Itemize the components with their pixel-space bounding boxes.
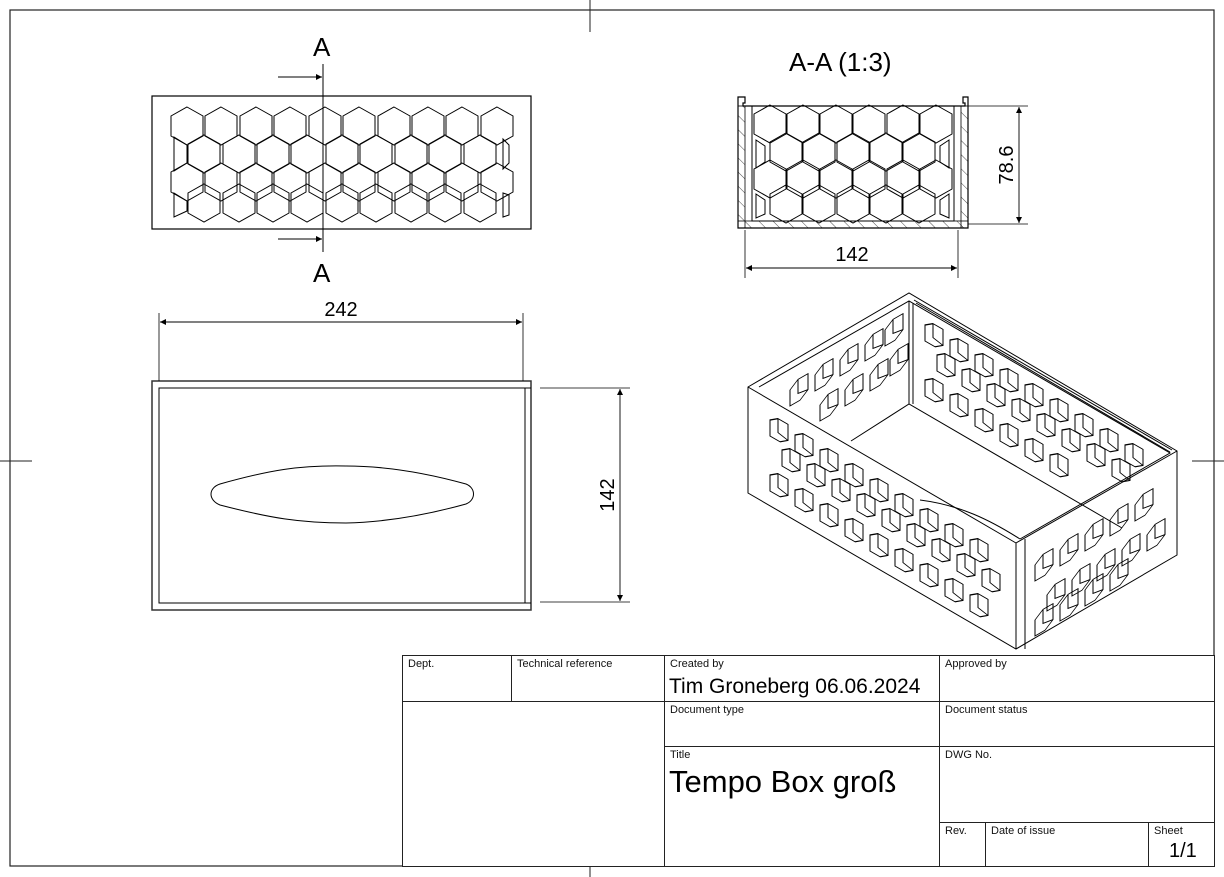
isometric-view <box>747 292 1178 650</box>
created-by-value: Tim Groneberg 06.06.2024 <box>669 675 921 698</box>
date-of-issue-label: Date of issue <box>991 825 1056 837</box>
rev-label: Rev. <box>945 825 967 837</box>
top-depth-dimension: 142 <box>597 478 619 511</box>
iso-hex-cutouts <box>769 312 1166 637</box>
blank-area <box>403 702 665 867</box>
approved-by-cell: Approved by <box>940 656 1215 702</box>
tissue-slot <box>210 465 474 524</box>
created-by-label: Created by <box>670 658 724 670</box>
dept-label: Dept. <box>408 658 435 670</box>
title-value: Tempo Box groß <box>669 764 897 799</box>
document-type-cell: Document type <box>665 702 940 747</box>
section-view: A-A (1:3) 78.6 142 <box>737 47 1028 278</box>
section-marker-top: A <box>313 32 331 62</box>
created-by-cell: Created by Tim Groneberg 06.06.2024 <box>665 656 940 702</box>
section-width-dimension: 142 <box>835 244 868 266</box>
approved-by-label: Approved by <box>945 658 1007 670</box>
sheet-value: 1/1 <box>1169 840 1197 862</box>
document-status-label: Document status <box>945 704 1028 716</box>
title-cell: Title Tempo Box groß <box>665 747 940 867</box>
dept-cell: Dept. <box>403 656 512 702</box>
document-type-label: Document type <box>670 704 744 716</box>
document-status-cell: Document status <box>940 702 1215 747</box>
top-view: 242 142 <box>151 299 630 611</box>
title-block: Dept. Technical reference Created by Tim… <box>402 655 1215 867</box>
section-hex-pattern <box>753 104 953 224</box>
dwg-no-label: DWG No. <box>945 749 993 761</box>
top-width-dimension: 242 <box>324 299 357 321</box>
date-of-issue-cell: Date of issue <box>986 823 1149 867</box>
hex-pattern <box>170 106 514 223</box>
technical-reference-label: Technical reference <box>517 658 613 670</box>
rev-cell: Rev. <box>940 823 986 867</box>
sheet-cell: Sheet 1/1 <box>1149 823 1215 867</box>
sheet-label: Sheet <box>1154 825 1183 837</box>
section-height-dimension: 78.6 <box>996 146 1018 185</box>
dwg-no-cell: DWG No. <box>940 747 1215 823</box>
section-marker-bottom: A <box>313 258 331 288</box>
front-view: A A <box>151 32 532 288</box>
technical-reference-cell: Technical reference <box>512 656 665 702</box>
section-view-label: A-A (1:3) <box>789 47 892 77</box>
title-label: Title <box>670 749 691 761</box>
